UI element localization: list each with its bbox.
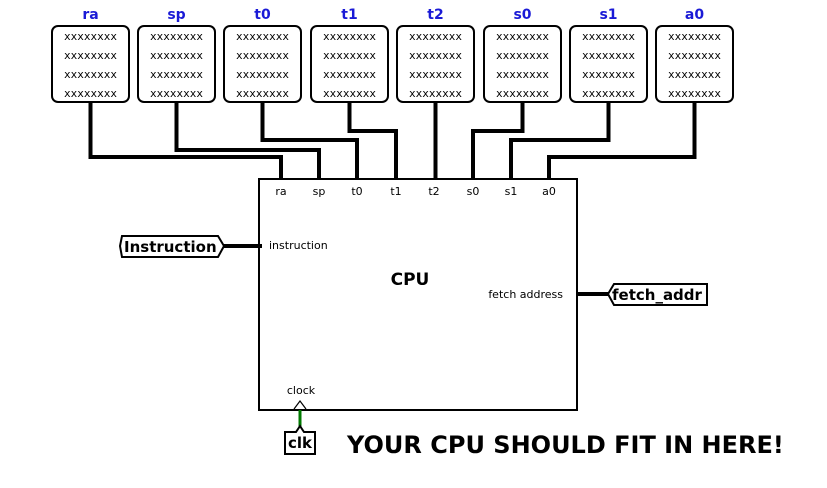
cpu-port-sp: sp <box>313 185 326 198</box>
instruction-tunnel-shape[interactable] <box>118 235 226 258</box>
register-probe-s0[interactable]: s0 xxxxxxxx xxxxxxxx xxxxxxxx xxxxxxxx <box>483 7 562 103</box>
register-bits-row: xxxxxxxx <box>64 68 117 81</box>
fetch-addr-tunnel-shape[interactable] <box>606 283 708 306</box>
cpu-title: CPU <box>391 270 430 290</box>
cpu-top-ports: ra sp t0 t1 t2 s0 s1 a0 <box>275 185 556 198</box>
wire-ra <box>88 102 283 180</box>
register-name-sp: sp <box>167 7 185 23</box>
register-bits-row: xxxxxxxx <box>236 68 289 81</box>
register-probe-s1[interactable]: s1 xxxxxxxx xxxxxxxx xxxxxxxx xxxxxxxx <box>569 7 648 103</box>
register-bits-row: xxxxxxxx <box>582 68 635 81</box>
register-bits-row: xxxxxxxx <box>150 49 203 62</box>
wire-s1 <box>509 102 611 180</box>
register-name-t0: t0 <box>254 7 271 23</box>
register-probe-t2[interactable]: t2 xxxxxxxx xxxxxxxx xxxxxxxx xxxxxxxx <box>396 7 475 103</box>
wire-sp <box>174 102 321 180</box>
register-probes: ra xxxxxxxx xxxxxxxx xxxxxxxx xxxxxxxx sp xxxx… <box>51 7 734 103</box>
cpu-port-t0: t0 <box>351 185 362 198</box>
register-bits-row: xxxxxxxx <box>323 49 376 62</box>
register-bits-row: xxxxxxxx <box>409 30 462 43</box>
cpu-port-t2: t2 <box>428 185 439 198</box>
register-bits-row: xxxxxxxx <box>236 30 289 43</box>
wire-t0 <box>260 102 359 180</box>
register-bits-row: xxxxxxxx <box>668 30 721 43</box>
register-bits-row: xxxxxxxx <box>150 68 203 81</box>
register-name-s1: s1 <box>599 7 617 23</box>
wire-a0 <box>547 102 697 180</box>
fetch-addr-tunnel[interactable]: fetch_addr <box>577 283 708 306</box>
register-bits-row: xxxxxxxx <box>409 68 462 81</box>
register-bits-row: xxxxxxxx <box>409 87 462 100</box>
register-wires <box>88 102 697 180</box>
register-bits-row: xxxxxxxx <box>150 87 203 100</box>
clk-tunnel[interactable]: clk <box>284 410 316 455</box>
banner-text: YOUR CPU SHOULD FIT IN HERE! <box>346 431 784 459</box>
register-bits-row: xxxxxxxx <box>668 49 721 62</box>
register-bits-row: xxxxxxxx <box>64 30 117 43</box>
cpu-port-t1: t1 <box>390 185 401 198</box>
cpu-port-ra: ra <box>275 185 286 198</box>
instruction-tunnel-label: Instruction <box>124 238 217 256</box>
register-bits-row: xxxxxxxx <box>496 87 549 100</box>
register-name-a0: a0 <box>685 7 704 23</box>
register-bits-row: xxxxxxxx <box>323 30 376 43</box>
register-bits-row: xxxxxxxx <box>409 49 462 62</box>
clk-tunnel-shape[interactable] <box>284 424 316 455</box>
cpu-port-instruction: instruction <box>269 239 328 252</box>
clock-triangle-icon <box>293 400 307 410</box>
register-probe-a0[interactable]: a0 xxxxxxxx xxxxxxxx xxxxxxxx xxxxxxxx <box>655 7 734 103</box>
register-bits-row: xxxxxxxx <box>150 30 203 43</box>
fetch-addr-tunnel-label: fetch_addr <box>612 286 703 304</box>
register-bits-row: xxxxxxxx <box>582 49 635 62</box>
register-probe-t0[interactable]: t0 xxxxxxxx xxxxxxxx xxxxxxxx xxxxxxxx <box>223 7 302 103</box>
register-name-ra: ra <box>82 7 98 23</box>
register-bits-row: xxxxxxxx <box>323 68 376 81</box>
cpu-box[interactable] <box>258 178 578 411</box>
register-name-t1: t1 <box>341 7 357 23</box>
register-bits-row: xxxxxxxx <box>64 87 117 100</box>
register-bits-row: xxxxxxxx <box>64 49 117 62</box>
wire-s0 <box>471 102 525 180</box>
register-name-t2: t2 <box>427 7 443 23</box>
register-bits-row: xxxxxxxx <box>236 49 289 62</box>
register-bits-row: xxxxxxxx <box>496 49 549 62</box>
cpu-port-s1: s1 <box>505 185 518 198</box>
cpu-subcircuit[interactable]: CPU ra sp t0 t1 t2 s0 s1 a0 instruction fetch a… <box>258 178 578 411</box>
register-bits-row: xxxxxxxx <box>496 68 549 81</box>
cpu-port-fetch-address: fetch address <box>488 288 563 301</box>
wire-t1 <box>347 102 398 180</box>
register-bits-row: xxxxxxxx <box>668 68 721 81</box>
register-name-s0: s0 <box>513 7 531 23</box>
cpu-port-s0: s0 <box>467 185 480 198</box>
register-probe-sp[interactable]: sp xxxxxxxx xxxxxxxx xxxxxxxx xxxxxxxx <box>137 7 216 103</box>
instruction-tunnel[interactable]: Instruction <box>118 235 262 258</box>
register-bits-row: xxxxxxxx <box>668 87 721 100</box>
register-bits-row: xxxxxxxx <box>582 87 635 100</box>
register-probe-t1[interactable]: t1 xxxxxxxx xxxxxxxx xxxxxxxx xxxxxxxx <box>310 7 389 103</box>
register-probe-ra[interactable]: ra xxxxxxxx xxxxxxxx xxxxxxxx xxxxxxxx <box>51 7 130 103</box>
cpu-port-clock: clock <box>287 384 316 397</box>
clk-tunnel-label: clk <box>288 434 313 452</box>
register-bits-row: xxxxxxxx <box>582 30 635 43</box>
register-bits-row: xxxxxxxx <box>236 87 289 100</box>
cpu-port-a0: a0 <box>542 185 556 198</box>
register-bits-row: xxxxxxxx <box>323 87 376 100</box>
register-bits-row: xxxxxxxx <box>496 30 549 43</box>
